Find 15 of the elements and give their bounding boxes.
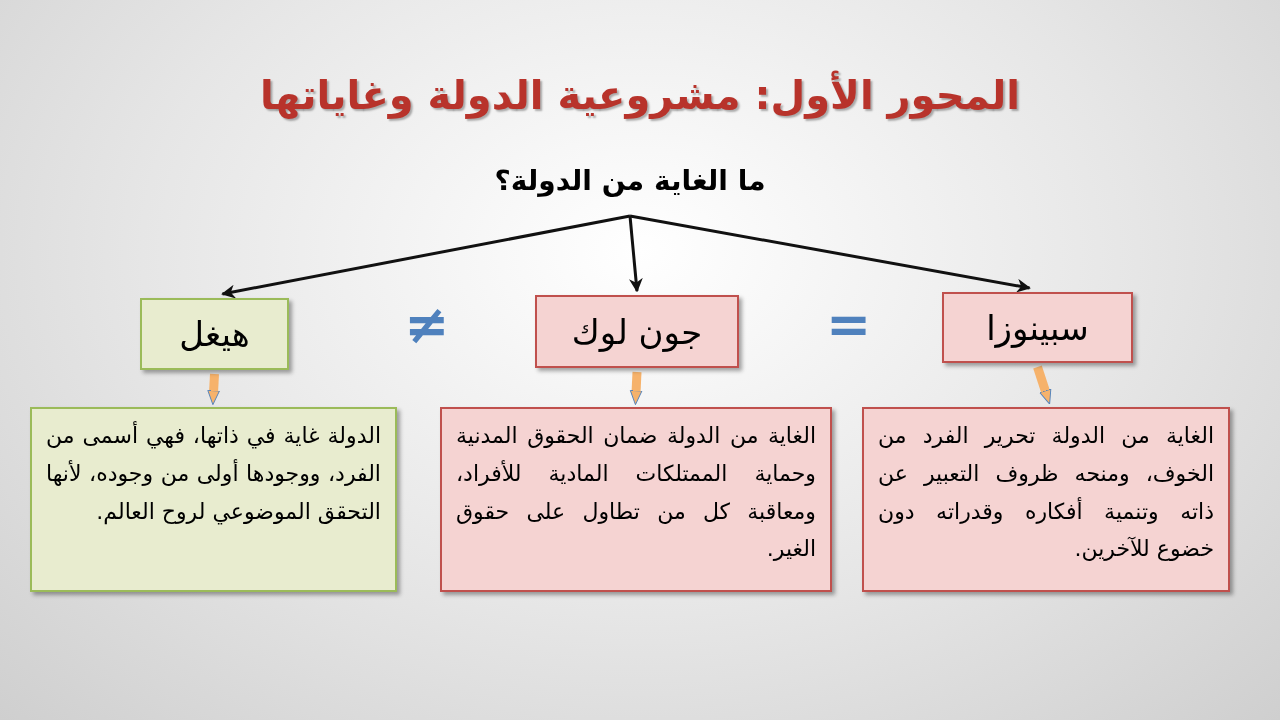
question-text: ما الغاية من الدولة؟ <box>480 164 780 204</box>
title: المحور الأول: مشروعية الدولة وغاياتها <box>258 72 1021 118</box>
arrow <box>629 371 643 406</box>
name-box: جون لوك <box>535 295 739 368</box>
name-box: هيغل <box>140 298 289 370</box>
name-box: سبينوزا <box>942 292 1133 363</box>
text-box: الدولة غاية في ذاتها، فهي أسمى من الفرد، ووجودها أولى من وجوده، لأنها التحقق الموضوعي لروح العالم. <box>30 407 397 592</box>
not-equal-sign: ≠ <box>404 298 450 352</box>
text-box: الغاية من الدولة تحرير الفرد من الخوف، ومنحه ظروف التعبير عن ذاته وتنمية أفكاره وقدراته دون خضوع للآخرين. <box>862 407 1230 592</box>
equals-sign: = <box>826 298 872 352</box>
arrow <box>221 214 631 299</box>
arrow <box>1033 365 1052 405</box>
text-box: الغاية من الدولة ضمان الحقوق المدنية وحماية الممتلكات المادية للأفراد، ومعاقبة كل من تطاول على حقوق الغير. <box>440 407 832 592</box>
arrow <box>628 215 643 293</box>
arrow <box>629 214 1031 293</box>
